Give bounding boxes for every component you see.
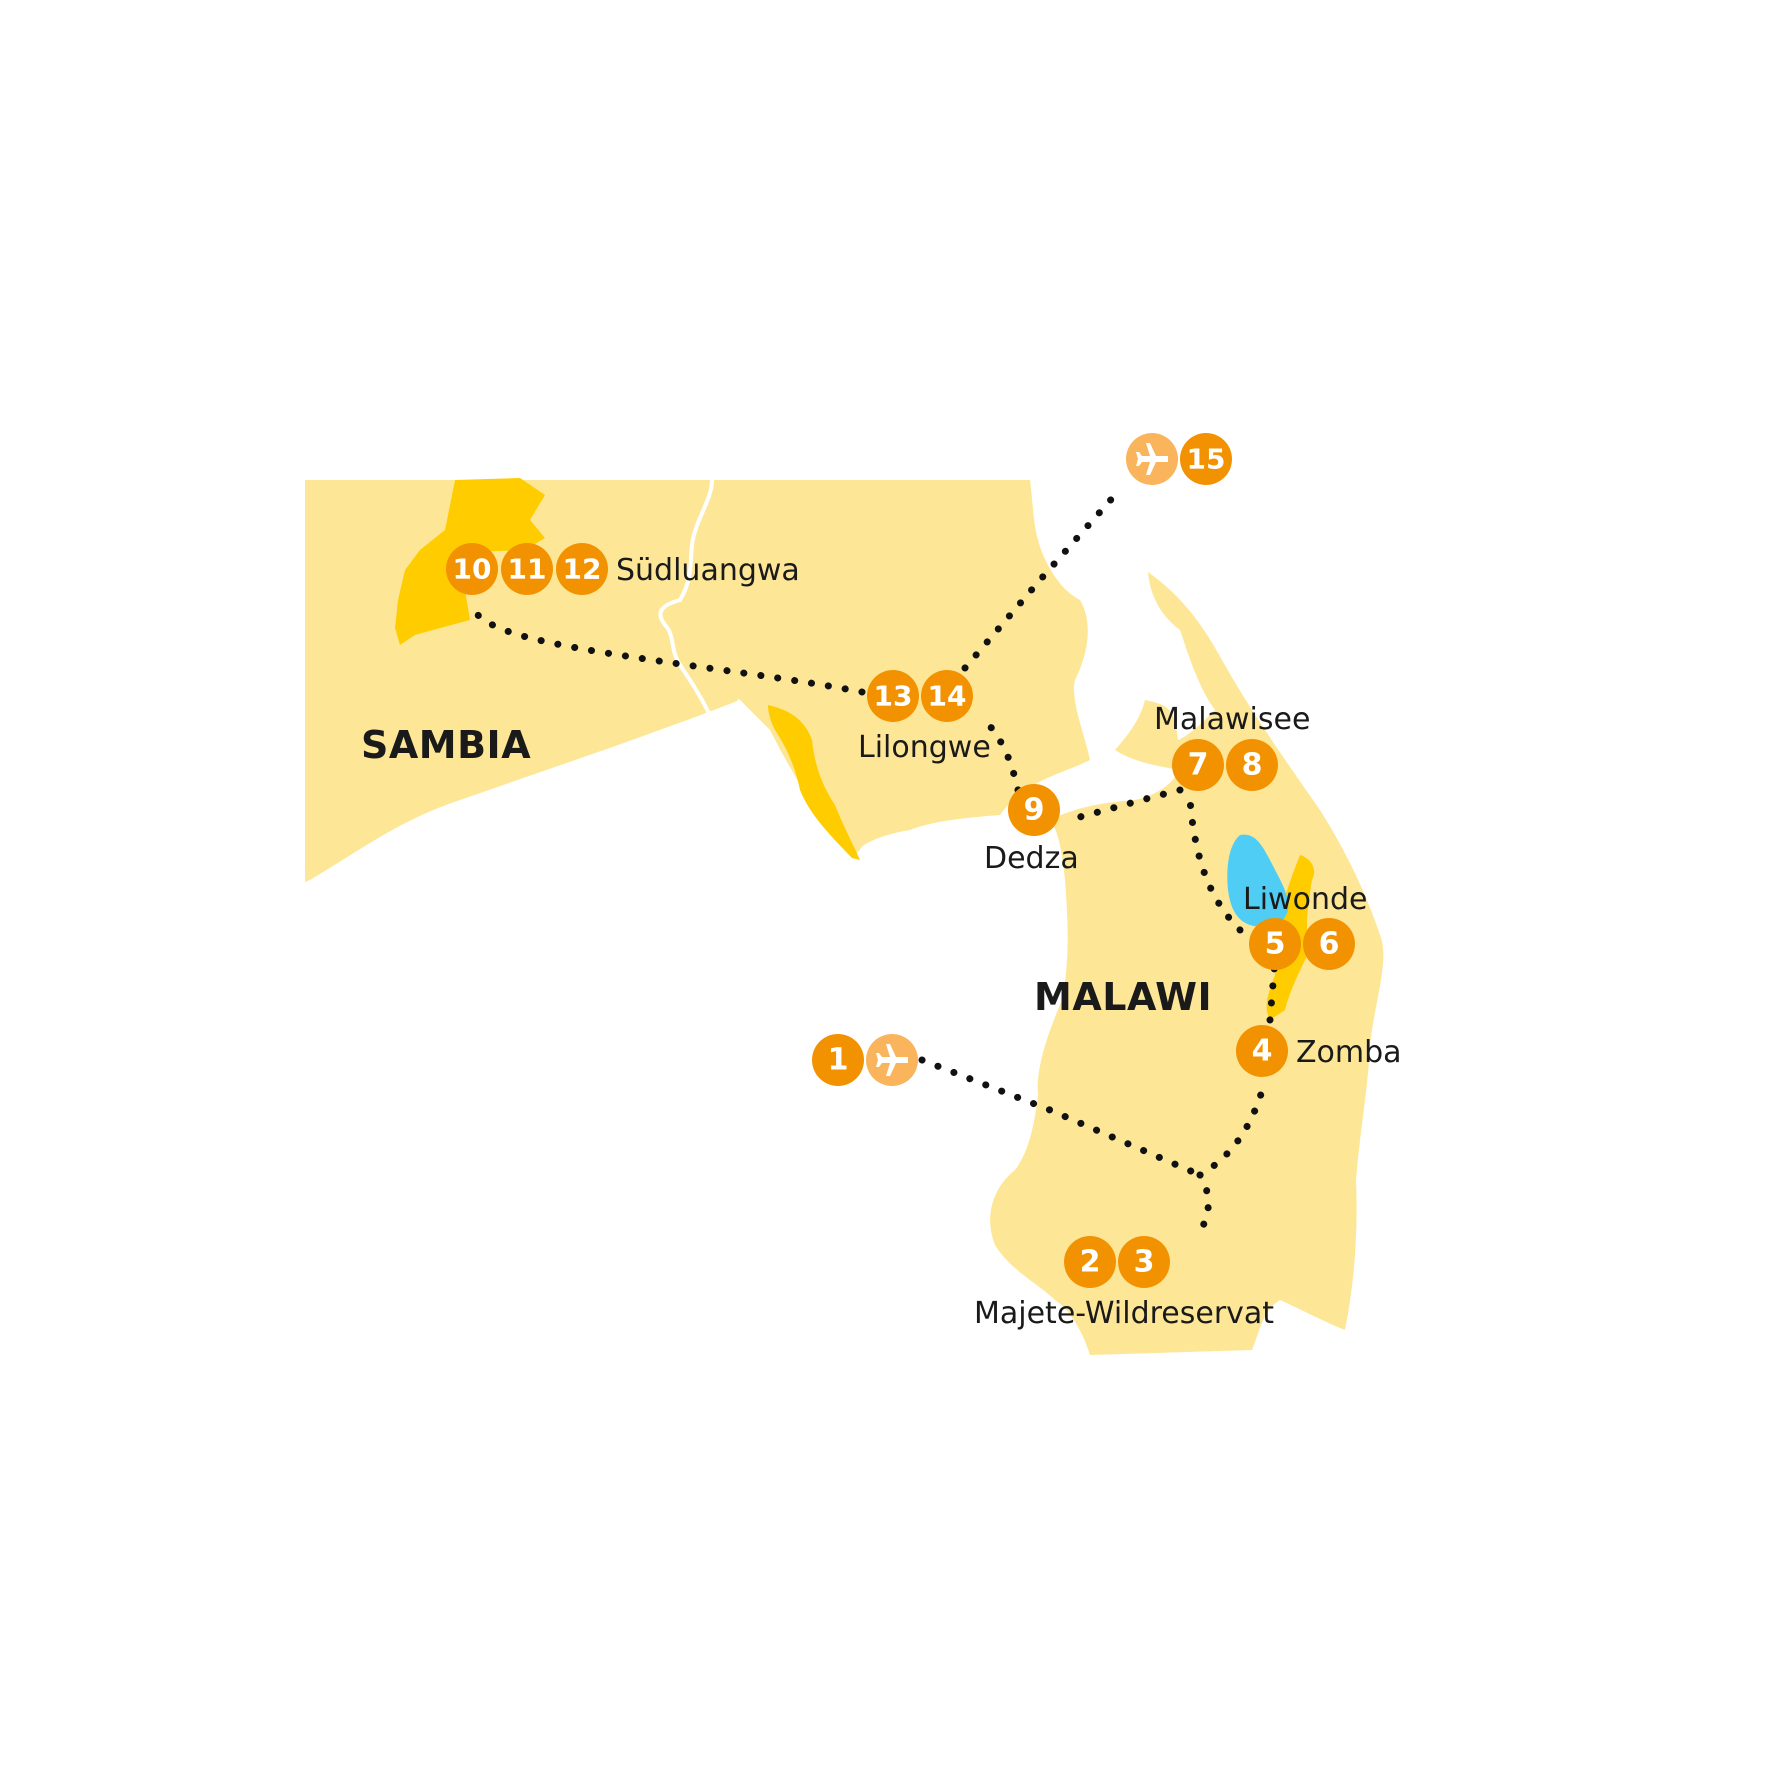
stop-marker[interactable]: 11 xyxy=(501,543,553,595)
stop-marker[interactable]: 13 xyxy=(867,670,919,722)
plane-takeoff-icon xyxy=(1136,443,1168,475)
stop-number: 1 xyxy=(828,1043,849,1078)
stop-marker[interactable]: 6 xyxy=(1303,918,1355,970)
stop-markers: 1 2 3 4 5 6 xyxy=(446,433,1355,1288)
stop-number: 6 xyxy=(1319,927,1340,962)
stop-number: 4 xyxy=(1252,1034,1273,1069)
label-zomba: Zomba xyxy=(1296,1035,1402,1070)
stop-number: 5 xyxy=(1265,927,1286,962)
stop-number: 2 xyxy=(1080,1245,1101,1280)
label-majete: Majete-Wildreservat xyxy=(974,1296,1274,1331)
label-liwonde: Liwonde xyxy=(1243,882,1367,917)
label-malawisee: Malawisee xyxy=(1154,702,1310,737)
stop-number: 12 xyxy=(563,553,602,586)
border-line xyxy=(658,479,742,722)
stop-marker[interactable]: 15 xyxy=(1180,433,1232,485)
stop-marker[interactable]: 3 xyxy=(1118,1236,1170,1288)
stop-number: 8 xyxy=(1242,748,1263,783)
stop-marker[interactable]: 14 xyxy=(921,670,973,722)
land-area xyxy=(305,480,1384,1355)
stop-marker[interactable]: 7 xyxy=(1172,739,1224,791)
stop-marker[interactable]: 12 xyxy=(556,543,608,595)
route-segment xyxy=(1196,1171,1212,1234)
arrival-marker[interactable] xyxy=(866,1034,918,1086)
stop-number: 15 xyxy=(1187,443,1226,476)
plane-landing-icon xyxy=(876,1044,908,1076)
stop-number: 9 xyxy=(1024,793,1045,828)
stop-marker[interactable]: 2 xyxy=(1064,1236,1116,1288)
country-labels: SAMBIA MALAWI xyxy=(361,723,1212,1019)
place-labels: Südluangwa Lilongwe Dedza Malawisee Liwo… xyxy=(616,553,1402,1331)
departure-marker[interactable] xyxy=(1126,433,1178,485)
country-sambia: SAMBIA xyxy=(361,723,531,767)
stop-number: 14 xyxy=(928,680,967,713)
stop-marker[interactable]: 5 xyxy=(1249,918,1301,970)
route-segment xyxy=(471,608,866,696)
route-segment xyxy=(1196,1076,1269,1179)
stop-marker[interactable]: 4 xyxy=(1236,1025,1288,1077)
label-dedza: Dedza xyxy=(984,841,1079,876)
route-segment xyxy=(1266,956,1279,1024)
stop-marker[interactable]: 1 xyxy=(812,1034,864,1086)
stop-number: 13 xyxy=(874,680,913,713)
stop-marker[interactable]: 10 xyxy=(446,543,498,595)
label-lilongwe: Lilongwe xyxy=(858,730,991,765)
stop-number: 11 xyxy=(508,553,547,586)
stop-marker[interactable]: 9 xyxy=(1008,784,1060,836)
route-segment xyxy=(961,491,1119,672)
south-luangwa-park xyxy=(395,478,545,645)
route-segment xyxy=(918,1056,1204,1179)
stop-number: 7 xyxy=(1188,748,1209,783)
stop-number: 3 xyxy=(1134,1245,1155,1280)
route-segment xyxy=(1064,786,1184,824)
country-malawi: MALAWI xyxy=(1034,975,1212,1019)
stop-number: 10 xyxy=(453,553,492,586)
lake-malombe xyxy=(1227,834,1289,927)
southwest-park xyxy=(768,705,860,860)
label-suedluangwa: Südluangwa xyxy=(616,553,800,588)
route-segment xyxy=(1186,796,1244,934)
stop-marker[interactable]: 8 xyxy=(1226,739,1278,791)
malawi-land xyxy=(990,572,1384,1355)
route-lines xyxy=(471,491,1279,1234)
zambia-land xyxy=(305,480,1090,882)
